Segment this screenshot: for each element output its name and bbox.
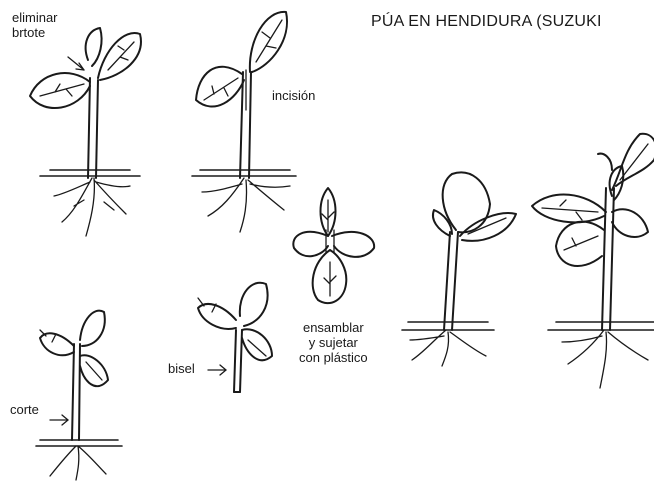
healing-graft [402, 172, 516, 366]
rootstock-seedling [30, 28, 141, 236]
incised-seedling [192, 12, 296, 232]
bevel-scion [198, 283, 272, 392]
graft-assembly-closeup [293, 188, 374, 303]
grown-graft [532, 134, 654, 388]
scion-cut-seedling [36, 311, 122, 480]
